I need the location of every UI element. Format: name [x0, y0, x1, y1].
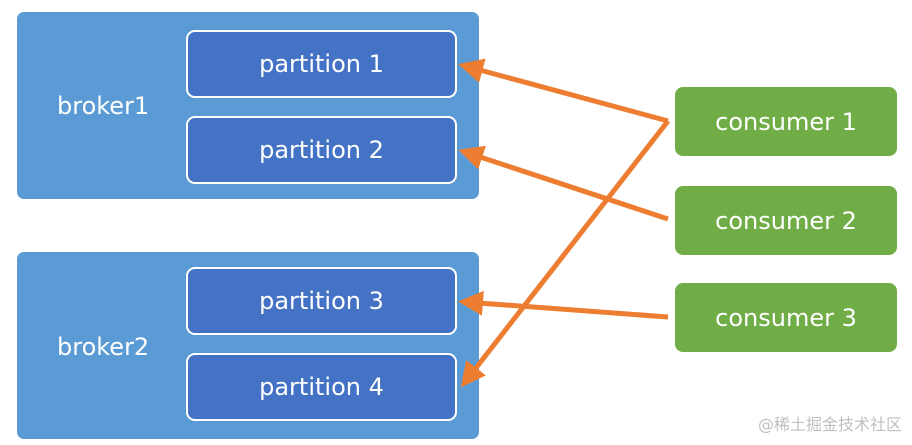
partition-3-label: partition 3 — [259, 287, 384, 315]
partition-4-box: partition 4 — [186, 353, 457, 421]
arrow-consumer1-to-partition4 — [460, 119, 670, 388]
broker-1-label: broker1 — [57, 92, 150, 120]
consumer-2-label: consumer 2 — [715, 206, 857, 235]
partition-4-label: partition 4 — [259, 373, 384, 401]
consumer-1-box: consumer 1 — [675, 87, 897, 156]
arrow-consumer2-to-partition2 — [458, 145, 669, 222]
partition-1-box: partition 1 — [186, 30, 457, 98]
consumer-3-box: consumer 3 — [675, 283, 897, 352]
consumer-3-label: consumer 3 — [715, 303, 857, 332]
watermark-text: @稀土掘金技术社区 — [757, 415, 902, 434]
consumer-2-box: consumer 2 — [675, 186, 897, 255]
partition-3-box: partition 3 — [186, 267, 457, 335]
partition-1-label: partition 1 — [259, 50, 384, 78]
consumer-1-label: consumer 1 — [715, 107, 857, 136]
partition-2-label: partition 2 — [259, 136, 384, 164]
partition-2-box: partition 2 — [186, 116, 457, 184]
arrow-consumer3-to-partition3 — [458, 290, 669, 320]
arrow-consumer1-to-partition1 — [458, 58, 669, 124]
broker-2-label: broker2 — [57, 333, 150, 361]
